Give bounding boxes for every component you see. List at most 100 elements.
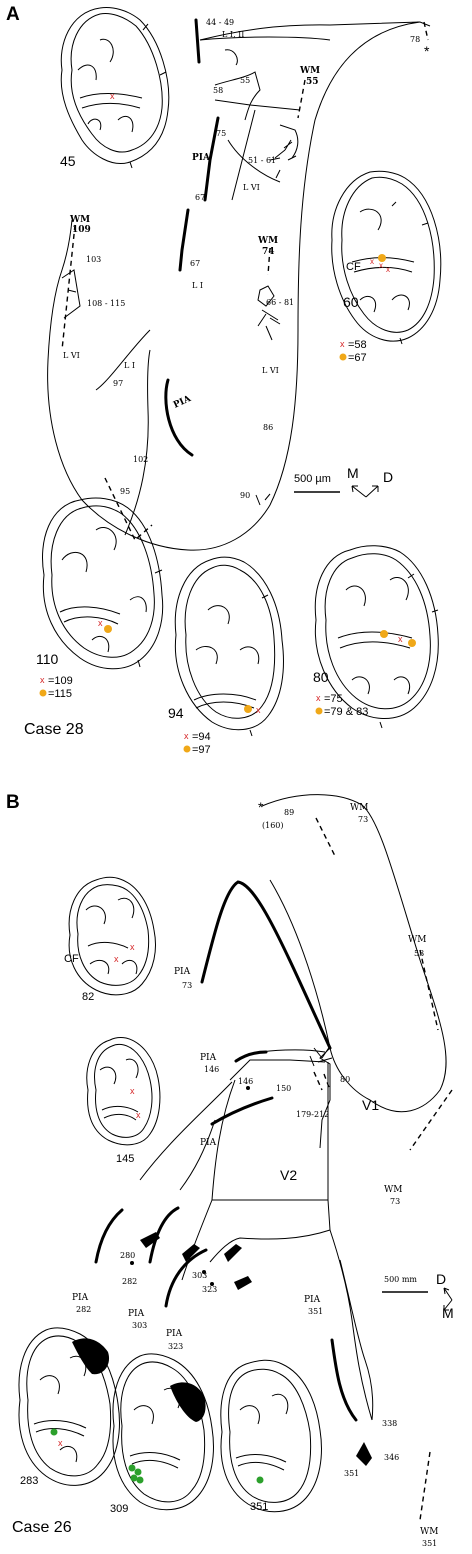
label-103: 103	[86, 255, 101, 264]
pia-boundary-b4	[94, 1208, 124, 1264]
label-58: 58	[213, 86, 223, 95]
label-v2: V2	[280, 1167, 297, 1183]
pia-boundary-b6	[164, 1248, 208, 1308]
section-309-label: 309	[110, 1503, 128, 1515]
label-80: 80	[340, 1075, 350, 1084]
arrow-marker-4	[234, 1276, 252, 1290]
label-351a: 351	[308, 1307, 323, 1316]
section-94-outline	[174, 556, 284, 737]
label-wm-b2: WM	[408, 935, 426, 945]
label-90: 90	[240, 491, 250, 500]
label-67a: 67	[195, 193, 205, 202]
pia-boundary-top	[194, 18, 201, 64]
label-lvi-a3: L VI	[262, 366, 279, 375]
label-pia-b6: PIA	[166, 1329, 183, 1339]
label-323a: 323	[202, 1285, 217, 1294]
arrow-marker-2	[182, 1244, 200, 1262]
orientation-d-a: D	[383, 469, 393, 485]
wm-boundary-b3	[409, 1089, 453, 1151]
section-60-cross-1: x	[370, 257, 374, 266]
section-145-cross-2: x	[136, 1110, 141, 1120]
label-280: 280	[120, 1251, 135, 1260]
legend-60-cross: =58	[348, 339, 367, 351]
label-44-49: 44 - 49	[206, 18, 234, 27]
label-351c: 351	[422, 1539, 437, 1548]
legend-60-dot-icon	[339, 353, 347, 361]
label-lvi-a1: L VI	[243, 183, 260, 192]
label-pia-b1: PIA	[174, 967, 191, 977]
section-60-outline	[331, 170, 442, 345]
panel-a: A x 45 L I, II 44 - 49 78	[6, 4, 442, 756]
section-309-black-region	[170, 1382, 206, 1422]
label-323b: 323	[168, 1342, 183, 1351]
legend-110-dot: =115	[48, 688, 72, 700]
section-283-label: 283	[20, 1475, 38, 1487]
section-80-dot-2	[408, 639, 416, 647]
section-351-label: 351	[250, 1501, 268, 1513]
label-146a: 146	[204, 1065, 219, 1074]
orientation-m-b: M	[442, 1305, 454, 1321]
section-283-dot-1	[50, 1428, 58, 1436]
label-108-115: 108 - 115	[87, 299, 125, 308]
label-pia-b2: PIA	[200, 1053, 217, 1063]
wm-boundary-b4	[419, 1451, 431, 1521]
section-82-cf-label: CF	[64, 953, 79, 965]
section-82-label: 82	[82, 991, 94, 1003]
section-45-outline	[60, 7, 170, 169]
label-li-ii: L I, II	[222, 30, 244, 39]
section-309-dot-4	[136, 1476, 144, 1484]
label-109: 109	[72, 225, 91, 235]
label-78: 78	[410, 35, 420, 44]
wm-boundary-a2	[267, 247, 271, 276]
label-95: 95	[120, 487, 130, 496]
label-160: (160)	[262, 821, 284, 830]
pia-boundary-b1	[200, 880, 332, 1050]
wm-boundary-b1	[315, 817, 337, 859]
section-145-cross-1: x	[130, 1086, 135, 1096]
pia-boundary-b7	[330, 1338, 358, 1422]
section-45-label: 45	[60, 153, 76, 169]
label-73b: 73	[182, 981, 192, 990]
section-351-outline	[220, 1359, 322, 1513]
label-150: 150	[276, 1084, 291, 1093]
label-v1: V1	[362, 1097, 379, 1113]
pia-boundary-a3	[164, 378, 194, 457]
label-351b: 351	[344, 1469, 359, 1478]
scale-bar-label-a: 500 µm	[294, 473, 331, 485]
label-73c: 73	[390, 1197, 400, 1206]
label-star-b: *	[258, 799, 264, 815]
section-60-cross-3: x	[386, 265, 390, 274]
label-wm-b3: WM	[384, 1185, 402, 1195]
section-82-cross-2: x	[114, 954, 119, 964]
section-60-cf-label: CF	[346, 261, 361, 273]
legend-94-dot-icon	[183, 745, 191, 753]
main-section-outline-b	[261, 794, 447, 1113]
section-80-cross: x	[398, 634, 403, 644]
section-351-dot	[256, 1476, 264, 1484]
section-309-outline	[112, 1353, 214, 1511]
label-pia-b7: PIA	[304, 1295, 321, 1305]
section-94-dot	[244, 705, 252, 713]
label-75: 75	[216, 129, 226, 138]
arrow-marker-5	[356, 1442, 372, 1466]
section-80-outline	[314, 545, 439, 729]
section-94-label: 94	[168, 705, 184, 721]
label-wm-b4: WM	[420, 1527, 438, 1537]
section-283-black-region	[72, 1338, 110, 1375]
label-338: 338	[382, 1419, 397, 1428]
wm-boundary-a3	[61, 224, 76, 351]
legend-94-cross: =94	[192, 731, 211, 743]
label-97: 97	[113, 379, 123, 388]
label-li-a2: L I	[124, 361, 135, 370]
section-45-cross: x	[110, 91, 115, 101]
panel-a-letter: A	[6, 4, 20, 25]
pia-boundary-a1	[203, 116, 220, 202]
orientation-arrows-b	[443, 1287, 453, 1311]
section-110-label: 110	[36, 651, 59, 667]
legend-60-dot: =67	[348, 352, 367, 364]
label-53: 53	[414, 949, 424, 958]
label-303b: 303	[132, 1321, 147, 1330]
section-94-cross: x	[256, 705, 261, 715]
label-wm-a3: WM	[69, 215, 90, 225]
section-82-outline	[68, 876, 156, 996]
